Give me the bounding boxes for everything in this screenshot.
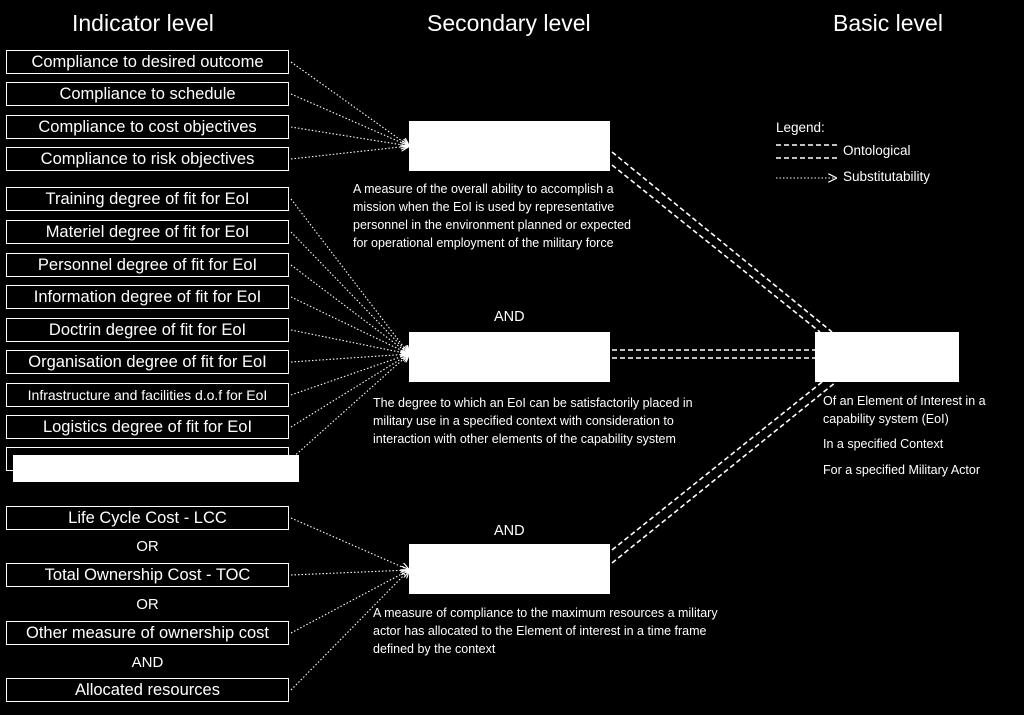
indicator-box-9: Doctrin degree of fit for EoI [6, 318, 289, 342]
and-label-secondary-2: AND [494, 309, 525, 325]
secondary-box-effectiveness [409, 121, 610, 171]
ontological-link-top-1 [611, 151, 833, 333]
and-label-secondary-3: AND [494, 523, 525, 539]
legend-ontological-label: Ontological [843, 143, 911, 158]
substitutability-arrow-5 [290, 198, 409, 354]
or-connector-2: OR [136, 596, 159, 613]
substitutability-arrow-7 [290, 264, 409, 354]
substitutability-arrow-16 [290, 570, 409, 634]
secondary-description-2: The degree to which an EoI can be satisf… [373, 396, 693, 446]
ontological-link-top-2 [611, 164, 821, 333]
secondary-level-header: Secondary level [427, 10, 591, 36]
secondary-description-3: A measure of compliance to the maximum r… [373, 606, 718, 656]
substitutability-arrows [290, 61, 409, 691]
substitutability-arrow-15 [290, 570, 409, 576]
indicator-box-7: Personnel degree of fit for EoI [6, 253, 289, 277]
basic-level-header: Basic level [833, 10, 943, 36]
substitutability-arrow-14 [290, 517, 409, 570]
basic-description-1: Of an Element of Interest in a capabilit… [823, 394, 986, 426]
indicator-box-5: Training degree of fit for EoI [6, 187, 289, 211]
secondary-box-fit [409, 332, 610, 382]
and-connector-cost: AND [131, 654, 164, 671]
substitutability-arrow-1 [290, 61, 409, 146]
ontological-links [611, 144, 838, 564]
indicator-box-1: Compliance to desired outcome [6, 50, 289, 74]
indicator-redacted-box [13, 455, 299, 482]
legend-title: Legend: [776, 120, 825, 135]
indicator-box-12: Logistics degree of fit for EoI [6, 415, 289, 439]
substitutability-arrow-4 [290, 146, 409, 160]
indicator-box-4: Compliance to risk objectives [6, 147, 289, 171]
indicator-box-17: Allocated resources [6, 678, 289, 702]
secondary-box-cost [409, 544, 610, 594]
indicator-box-16: Other measure of ownership cost [6, 621, 289, 645]
indicator-box-8: Information degree of fit for EoI [6, 285, 289, 309]
substitutability-arrow-6 [290, 231, 409, 354]
indicator-level-header: Indicator level [72, 10, 214, 36]
basic-description-3: For a specified Military Actor [823, 463, 980, 477]
basic-description-2: In a specified Context [823, 437, 944, 451]
substitutability-arrow-12 [290, 354, 409, 428]
indicator-box-14: Life Cycle Cost - LCC [6, 506, 289, 530]
or-connector-1: OR [136, 538, 159, 555]
substitutability-arrow-10 [290, 354, 409, 363]
substitutability-arrow-17 [290, 570, 409, 691]
indicator-box-2: Compliance to schedule [6, 82, 289, 106]
legend-substitutability-label: Substitutability [843, 169, 931, 184]
substitutability-arrow-3 [290, 126, 409, 146]
indicator-box-6: Materiel degree of fit for EoI [6, 220, 289, 244]
substitutability-arrow-2 [290, 93, 409, 146]
substitutability-arrow-11 [290, 354, 409, 396]
indicator-box-10: Organisation degree of fit for EoI [6, 350, 289, 374]
indicator-box-3: Compliance to cost objectives [6, 115, 289, 139]
substitutability-arrow-9 [290, 329, 409, 354]
basic-box [815, 332, 959, 382]
indicator-box-11: Infrastructure and facilities d.o.f for … [6, 383, 289, 407]
substitutability-arrow-8 [290, 296, 409, 354]
secondary-description-1: A measure of the overall ability to acco… [353, 182, 631, 250]
ontological-link-bot-1 [611, 381, 823, 551]
indicator-box-15: Total Ownership Cost - TOC [6, 563, 289, 587]
